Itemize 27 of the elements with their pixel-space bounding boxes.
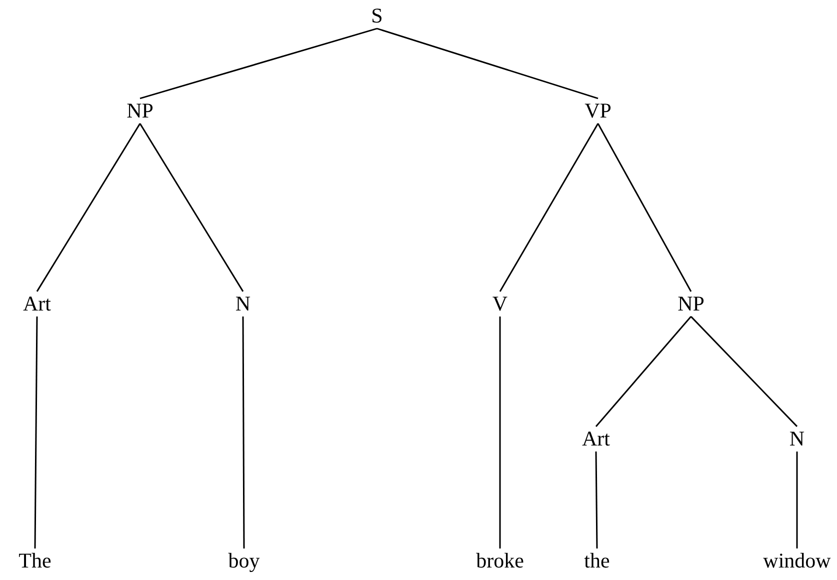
- tree-node-label: the: [583, 549, 611, 573]
- tree-node-label: N: [788, 427, 806, 451]
- tree-node-label: VP: [584, 99, 612, 123]
- tree-branch-line: [140, 28, 378, 100]
- tree-node-label: The: [18, 549, 52, 573]
- tree-node-label: broke: [475, 549, 525, 573]
- tree-branch-line: [690, 316, 798, 427]
- tree-branch-line: [34, 316, 38, 548]
- tree-node-label: window: [762, 549, 832, 573]
- tree-branch-line: [499, 123, 599, 292]
- tree-node-label: NP: [676, 292, 706, 316]
- tree-branch-line: [36, 123, 141, 292]
- tree-node-label: V: [491, 292, 509, 316]
- tree-node-label: N: [234, 292, 252, 316]
- tree-branch-line: [242, 316, 245, 548]
- tree-node-label: boy: [227, 549, 261, 573]
- tree-branch-line: [376, 28, 598, 100]
- tree-node-label: NP: [126, 99, 154, 123]
- tree-branch-line: [499, 316, 501, 548]
- tree-node-label: Art: [22, 292, 52, 316]
- tree-branch-line: [595, 316, 692, 427]
- tree-node-label: Art: [581, 427, 611, 451]
- tree-node-label: S: [370, 4, 384, 28]
- tree-branch-line: [796, 452, 798, 548]
- tree-branch-line: [139, 123, 244, 292]
- tree-branch-line: [597, 123, 692, 292]
- tree-branch-line: [595, 452, 598, 548]
